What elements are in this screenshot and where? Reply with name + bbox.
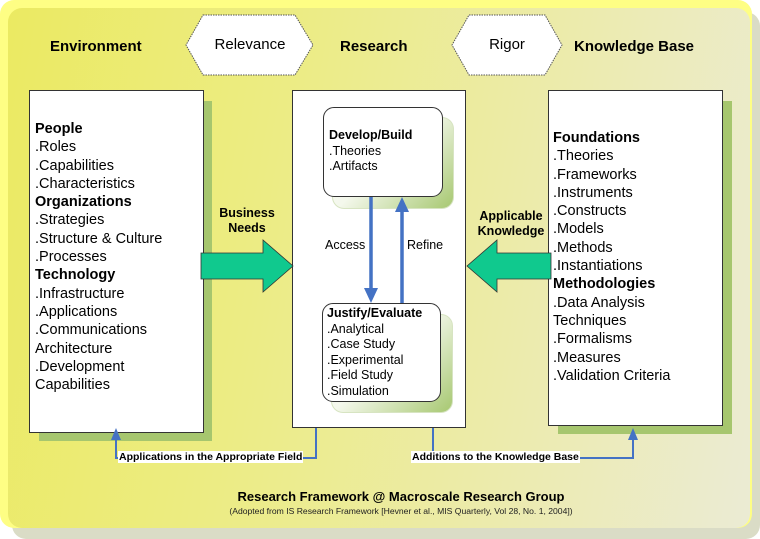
footer-title: Research Framework @ Macroscale Research… bbox=[237, 489, 565, 504]
refine-arrowhead bbox=[395, 197, 409, 212]
list-item: .Instruments bbox=[553, 184, 633, 201]
list-heading: Foundations bbox=[553, 130, 640, 146]
list-item: .Models bbox=[553, 221, 604, 238]
list-item: .Roles bbox=[35, 139, 77, 156]
list-heading: People bbox=[35, 121, 83, 137]
list-item: .Case Study bbox=[327, 337, 396, 352]
applicable-knowledge-arrow bbox=[466, 239, 552, 293]
list-item: .Theories bbox=[553, 148, 614, 165]
refine-label: Refine bbox=[407, 238, 444, 252]
list-item: .Structure & Culture bbox=[35, 230, 163, 247]
access-arrowhead bbox=[364, 288, 378, 303]
list-item: .Processes bbox=[35, 249, 107, 266]
list-item: .Strategies bbox=[35, 212, 105, 229]
list-item: .Constructs bbox=[553, 203, 627, 220]
list-item: .Development bbox=[35, 358, 125, 375]
applications-arrowhead bbox=[111, 428, 121, 440]
list-item: Techniques bbox=[553, 312, 627, 329]
list-item: .Characteristics bbox=[35, 175, 135, 192]
access-label: Access bbox=[325, 238, 366, 252]
header-research: Research bbox=[340, 38, 408, 55]
justify-evaluate-box: Justify/Evaluate .Analytical.Case Study.… bbox=[322, 303, 441, 402]
footer-subtitle: (Adopted from IS Research Framework [Hev… bbox=[229, 506, 573, 516]
list-item: .Measures bbox=[553, 349, 621, 366]
justify-evaluate-items: .Analytical.Case Study.Experimental.Fiel… bbox=[327, 322, 440, 400]
additions-arrowhead bbox=[628, 428, 638, 440]
relevance-label: Relevance bbox=[214, 36, 286, 53]
list-item: .Artifacts bbox=[329, 159, 378, 174]
list-item: .Methods bbox=[553, 239, 613, 256]
list-item: .Experimental bbox=[327, 352, 404, 367]
list-item: .Simulation bbox=[327, 383, 389, 398]
develop-build-items: .Theories.Artifacts bbox=[329, 144, 442, 175]
list-item: .Field Study bbox=[327, 368, 394, 383]
list-item: Architecture bbox=[35, 340, 113, 357]
business-needs-label: Business Needs bbox=[219, 206, 275, 235]
environment-list: People .Roles.Capabilities.Characteristic… bbox=[35, 120, 162, 394]
list-item: .Communications bbox=[35, 322, 148, 339]
list-item: .Instantiations bbox=[553, 258, 643, 275]
environment-box: People .Roles.Capabilities.Characteristic… bbox=[29, 90, 204, 433]
list-item: .Capabilities bbox=[35, 157, 114, 174]
list-item: .Frameworks bbox=[553, 166, 637, 183]
relevance-hexagon bbox=[185, 14, 314, 76]
list-item: .Validation Criteria bbox=[553, 367, 671, 384]
header-knowledge-base: Knowledge Base bbox=[574, 38, 695, 55]
list-item: .Theories bbox=[329, 143, 382, 158]
develop-build-box: Develop/Build .Theories.Artifacts bbox=[323, 107, 443, 197]
applicable-knowledge-label: Applicable Knowledge bbox=[477, 209, 545, 238]
list-item: .Analytical bbox=[327, 321, 384, 336]
list-item: Capabilities bbox=[35, 377, 110, 394]
list-heading: Organizations bbox=[35, 194, 132, 211]
list-item: .Infrastructure bbox=[35, 285, 125, 302]
rigor-hexagon bbox=[451, 14, 563, 76]
list-item: .Applications bbox=[35, 303, 118, 320]
list-heading: Methodologies bbox=[553, 276, 656, 293]
applications-label: Applications in the Appropriate Field bbox=[118, 451, 304, 463]
list-item: .Data Analysis bbox=[553, 294, 645, 311]
list-item: .Formalisms bbox=[553, 331, 632, 348]
knowledge-list: Foundations .Theories.Frameworks.Instrume… bbox=[553, 129, 670, 385]
knowledge-box: Foundations .Theories.Frameworks.Instrume… bbox=[548, 90, 723, 426]
rigor-label: Rigor bbox=[489, 36, 525, 53]
additions-label: Additions to the Knowledge Base bbox=[411, 451, 580, 463]
list-heading: Technology bbox=[35, 267, 116, 284]
develop-build-title: Develop/Build bbox=[329, 128, 413, 142]
justify-evaluate-title: Justify/Evaluate bbox=[327, 306, 423, 320]
header-environment: Environment bbox=[50, 38, 142, 55]
business-needs-arrow bbox=[200, 239, 294, 293]
